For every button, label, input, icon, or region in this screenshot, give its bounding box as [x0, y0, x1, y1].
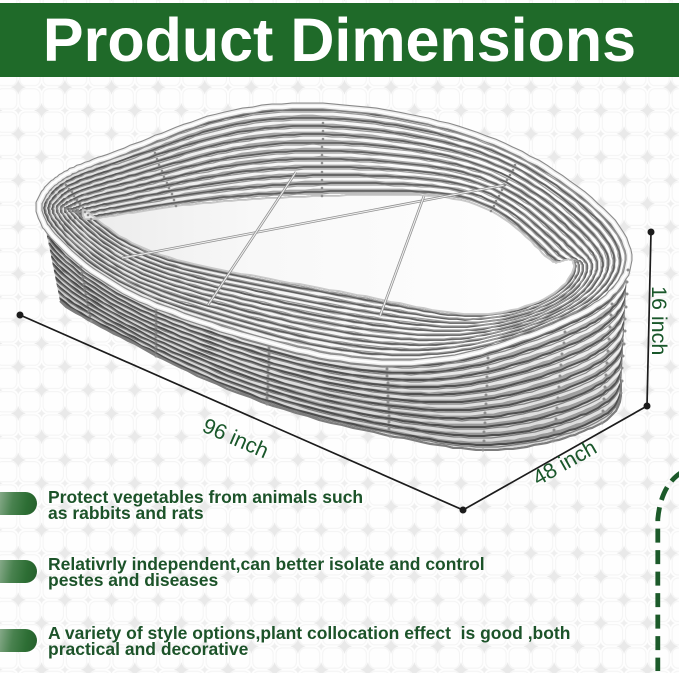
svg-text:16 inch: 16 inch — [647, 286, 671, 355]
